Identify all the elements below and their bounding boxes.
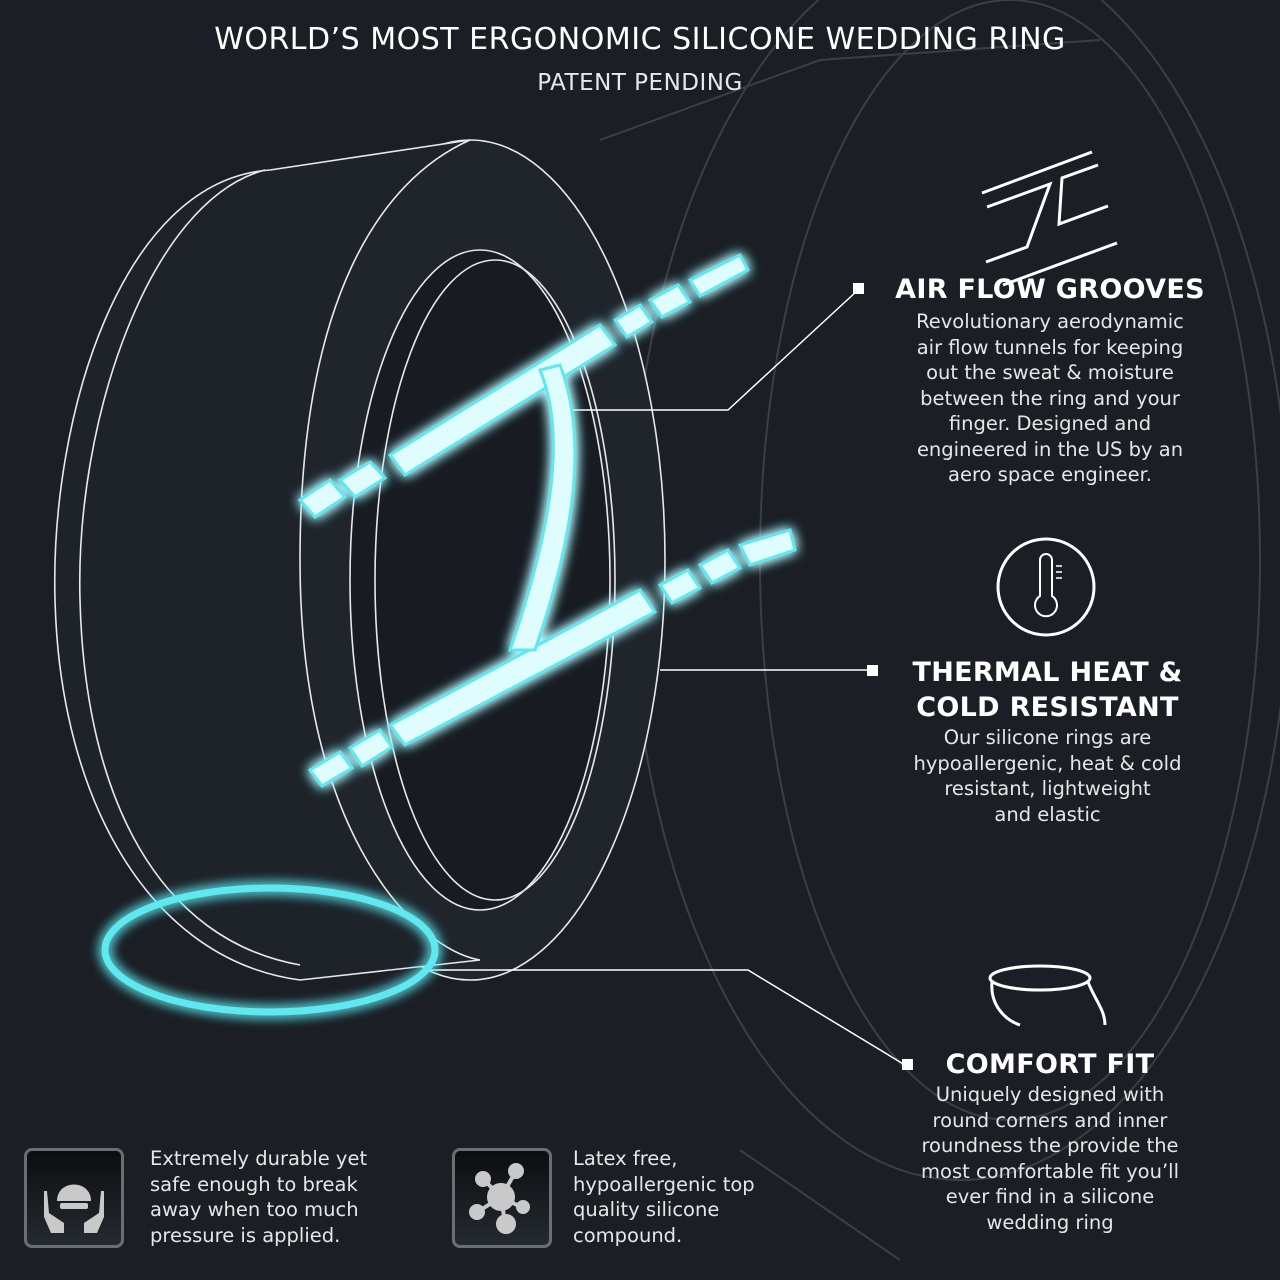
hard-hat-hands-icon (44, 1184, 104, 1233)
text-line: safe enough to break (150, 1172, 358, 1196)
compound-text: Latex free, hypoallergenic top quality s… (573, 1146, 755, 1248)
feature-title: THERMAL HEAT & (912, 657, 1183, 688)
bullet-marker (902, 1059, 913, 1070)
feature-desc-line: Revolutionary aerodynamic (916, 310, 1184, 333)
feature-desc-line: finger. Designed and (948, 412, 1152, 435)
air-flow-groove-glow (297, 253, 797, 788)
feature-desc-line: wedding ring (986, 1210, 1114, 1234)
text-line: quality silicone (573, 1198, 720, 1221)
ring-outline (53, 139, 666, 981)
feature-desc-line: out the sweat & moisture (926, 361, 1174, 384)
leader-lines (430, 289, 906, 1066)
feature-comfort-fit: COMFORT FIT Uniquely designed with round… (900, 1047, 1200, 1235)
compound-tile (452, 1148, 552, 1248)
page-subtitle: PATENT PENDING (537, 70, 743, 96)
durability-text: Extremely durable yet safe enough to bre… (150, 1146, 367, 1248)
feature-desc-line: between the ring and your (920, 386, 1180, 410)
feature-air-flow: AIR FLOW GROOVES Revolutionary aerodynam… (880, 272, 1220, 488)
ring-profile-icon (988, 964, 1107, 1027)
feature-thermal: THERMAL HEAT & COLD RESISTANT Our silico… (885, 655, 1210, 827)
thermometer-icon (996, 537, 1096, 637)
feature-desc-line: most comfortable fit you’ll (921, 1159, 1179, 1183)
comfort-fit-glow (101, 884, 439, 1016)
feature-title: COMFORT FIT (945, 1049, 1155, 1080)
text-line: Extremely durable yet (150, 1147, 368, 1170)
text-line: Latex free, (573, 1147, 678, 1170)
feature-desc-line: hypoallergenic, heat & cold (913, 751, 1182, 775)
bullet-marker (853, 283, 864, 294)
text-line: hypoallergenic top (573, 1172, 755, 1196)
feature-title: AIR FLOW GROOVES (895, 274, 1205, 305)
page-title: WORLD’S MOST ERGONOMIC SILICONE WEDDING … (214, 22, 1066, 57)
feature-title: COLD RESISTANT (916, 692, 1179, 723)
feature-desc-line: aero space engineer. (948, 463, 1152, 486)
feature-desc-line: ever find in a silicone (945, 1185, 1155, 1208)
text-line: away when too much (150, 1198, 359, 1221)
text-line: pressure is applied. (150, 1223, 341, 1247)
feature-desc-line: round corners and inner (932, 1108, 1168, 1132)
feature-desc-line: and elastic (994, 802, 1101, 826)
feature-desc-line: resistant, lightweight (944, 777, 1151, 800)
durability-tile (24, 1148, 124, 1248)
molecule-icon (469, 1163, 530, 1234)
text-line: compound. (573, 1223, 683, 1247)
feature-desc-line: engineered in the US by an (916, 437, 1184, 461)
bullet-marker (867, 665, 878, 676)
feature-desc-line: air flow tunnels for keeping (916, 335, 1184, 359)
air-flow-icon (981, 150, 1118, 287)
feature-desc-line: roundness the provide the (921, 1134, 1179, 1157)
feature-desc-line: Uniquely designed with (935, 1083, 1165, 1106)
feature-desc-line: Our silicone rings are (943, 726, 1152, 749)
